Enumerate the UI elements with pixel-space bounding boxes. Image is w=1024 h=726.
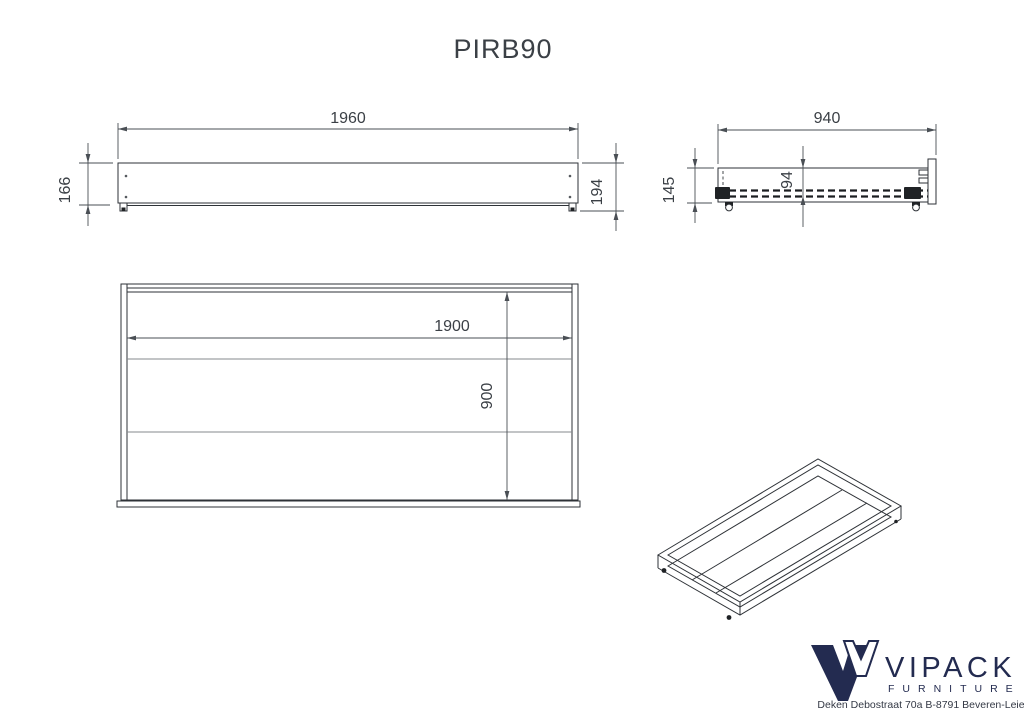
plan-outer-frame — [120, 283, 579, 501]
front-panel — [117, 162, 579, 204]
arrow-bottom — [85, 205, 91, 214]
dim-label-side-inner-depth: 94 — [779, 171, 796, 189]
arrow-right — [927, 127, 936, 133]
brand-address: Deken Debostraat 70a B-8791 Beveren-Leie — [817, 699, 1024, 711]
arrow-right — [569, 126, 578, 132]
side-hook-peg-top — [918, 169, 929, 176]
arrow-top — [504, 292, 510, 301]
extension-lines — [687, 167, 714, 204]
iso-view — [657, 458, 902, 620]
arrow-left — [127, 335, 136, 341]
front-casters — [119, 202, 577, 212]
vipack-logo-icon — [811, 640, 880, 701]
dim-label-front-height-right: 194 — [589, 179, 606, 206]
dimension-front-width: 1960 — [117, 110, 579, 159]
side-hook-plate — [927, 158, 937, 205]
dim-label-front-height-left: 166 — [57, 177, 74, 204]
front-caster-shadows — [121, 207, 575, 211]
dimension-plan-width: 900 — [479, 292, 510, 500]
dim-label-front-width: 1960 — [330, 110, 366, 127]
arrow-top — [613, 154, 619, 163]
arrow-bottom — [613, 211, 619, 220]
iso-floor — [667, 475, 892, 608]
plan-head-rail — [127, 287, 572, 293]
arrow-top — [800, 159, 806, 168]
iso-corner-edges — [657, 506, 902, 615]
front-screw-dots — [124, 174, 572, 199]
dim-label-side-width: 940 — [814, 110, 841, 127]
iso-casters — [661, 519, 898, 620]
plan-side-rails — [126, 284, 573, 500]
arrow-top — [85, 154, 91, 163]
extension-lines — [117, 123, 579, 159]
dim-label-plan-length: 1900 — [434, 318, 470, 335]
dimension-side-inner-depth: 94 — [779, 146, 806, 227]
arrow-bottom — [800, 196, 806, 205]
extension-lines — [580, 162, 624, 212]
dimension-front-height-right: 194 — [580, 143, 624, 231]
side-panel — [717, 167, 936, 203]
side-hook-peg-bottom — [918, 177, 929, 184]
dimension-side-width: 940 — [717, 110, 937, 164]
dim-label-side-height: 145 — [661, 177, 678, 204]
plan-view: 1900 900 — [116, 283, 581, 508]
arrow-top — [692, 159, 698, 168]
dimension-plan-length: 1900 — [127, 318, 572, 341]
side-bracket-right — [904, 187, 921, 199]
arrow-left — [118, 126, 127, 132]
dim-label-plan-width: 900 — [479, 383, 496, 410]
iso-floor-slat-joints — [691, 489, 868, 594]
brand-logo: VIPACK FURNITURE Deken Debostraat 70a B-… — [811, 640, 1024, 711]
extension-lines — [79, 162, 113, 206]
arrow-bottom — [504, 491, 510, 500]
plan-front-rail — [116, 500, 581, 508]
front-view: 1960 166 194 — [57, 110, 624, 231]
brand-subtitle: FURNITURE — [888, 683, 1021, 695]
extension-lines — [717, 124, 937, 164]
iso-inner-rim — [667, 464, 892, 597]
side-bracket-left — [715, 187, 730, 199]
dimension-side-height: 145 — [661, 148, 714, 223]
arrow-bottom — [692, 203, 698, 212]
side-casters — [725, 202, 920, 212]
drawing-title: PIRB90 — [453, 34, 552, 64]
plan-bottom-slat-joints — [127, 358, 572, 433]
brand-name: VIPACK — [885, 652, 1016, 684]
side-view: 940 145 94 — [661, 110, 937, 227]
side-hidden-bottom-panel — [718, 189, 935, 198]
arrow-left — [718, 127, 727, 133]
dimension-front-height-left: 166 — [57, 143, 113, 226]
arrow-right — [563, 335, 572, 341]
